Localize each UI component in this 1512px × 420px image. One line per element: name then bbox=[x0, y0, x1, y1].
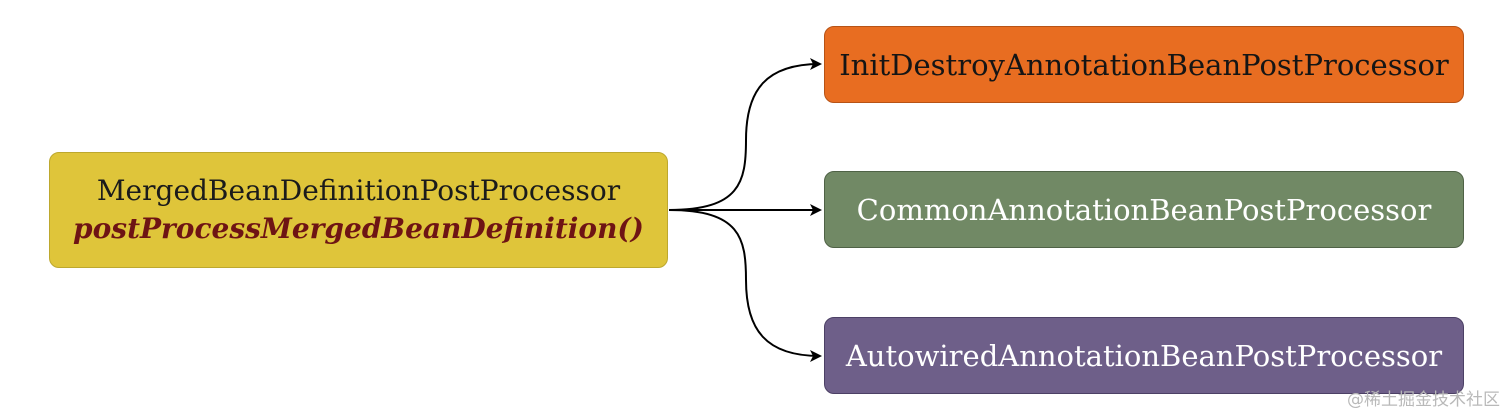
target-node-label: InitDestroyAnnotationBeanPostProcessor bbox=[839, 47, 1449, 82]
watermark: @稀土掘金技术社区 bbox=[1347, 390, 1500, 410]
source-node-method: postProcessMergedBeanDefinition() bbox=[73, 212, 644, 245]
target-node-label: CommonAnnotationBeanPostProcessor bbox=[856, 192, 1432, 227]
target-node-init-destroy: InitDestroyAnnotationBeanPostProcessor bbox=[824, 26, 1464, 103]
source-node-title: MergedBeanDefinitionPostProcessor bbox=[96, 174, 621, 207]
connector-arrow-init-destroy bbox=[668, 58, 822, 211]
target-node-label: AutowiredAnnotationBeanPostProcessor bbox=[845, 338, 1443, 373]
source-node-merged-bean-definition-post-processor: MergedBeanDefinitionPostProcessor postPr… bbox=[49, 152, 668, 268]
connector-arrow-autowired bbox=[668, 209, 822, 362]
target-node-autowired-annotation: AutowiredAnnotationBeanPostProcessor bbox=[824, 317, 1464, 394]
target-node-common-annotation: CommonAnnotationBeanPostProcessor bbox=[824, 171, 1464, 248]
